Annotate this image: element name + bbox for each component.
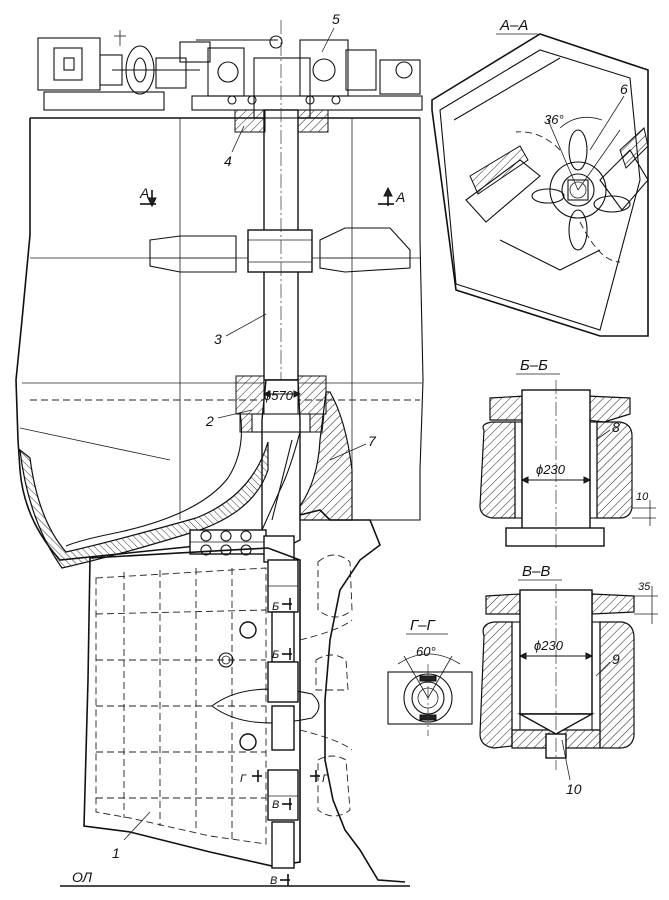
svg-text:ϕ570: ϕ570 (264, 388, 294, 403)
svg-text:6: 6 (620, 81, 628, 97)
lightening-hole (315, 654, 349, 691)
cut-g-right: Г (310, 770, 329, 785)
rudder-stock (247, 20, 313, 560)
cut-a-left: A (139, 185, 157, 208)
cut-a-right: A (378, 186, 405, 206)
rudder-blade (83, 547, 320, 867)
shell-plating (19, 441, 269, 569)
callout-3: 3 (214, 313, 267, 347)
cut-g-left: Г (240, 770, 262, 785)
section-gg-title: Г–Г (410, 617, 437, 634)
cut-b-upper: Б (272, 598, 292, 613)
svg-text:5: 5 (332, 11, 340, 27)
svg-text:3: 3 (214, 331, 222, 347)
svg-text:35: 35 (638, 581, 651, 593)
cut-v-lower: В (270, 874, 290, 887)
lightening-hole (317, 554, 353, 618)
callout-8: 8 (595, 419, 620, 441)
section-a-a: A–A 36° 6 (431, 17, 649, 337)
angle-gg: 60° (416, 644, 436, 659)
svg-text:7: 7 (368, 433, 377, 449)
callout-4: 4 (224, 125, 245, 169)
svg-text:9: 9 (612, 651, 620, 667)
svg-text:Б: Б (272, 601, 279, 613)
callout-2: 2 (205, 409, 253, 429)
baseline-label: ОЛ (72, 869, 92, 885)
upper-bearing (228, 57, 340, 133)
svg-text:В: В (272, 799, 279, 811)
sternpost-casting (299, 391, 353, 521)
dim-gap-vv: 35 (634, 581, 658, 624)
svg-text:Б: Б (272, 649, 279, 661)
section-b-b: Б–Б ϕ230 8 10 (479, 357, 656, 550)
callout-6: 6 (589, 81, 628, 151)
section-vv-title: В–В (522, 563, 550, 580)
svg-text:4: 4 (224, 153, 232, 169)
coupling-flange (189, 529, 295, 563)
callout-9: 9 (595, 651, 620, 677)
section-aa-title: A–A (499, 17, 528, 34)
callout-5: 5 (321, 11, 340, 53)
svg-text:8: 8 (612, 419, 620, 435)
steering-gear-machinery (37, 30, 423, 111)
svg-text:10: 10 (566, 781, 582, 797)
dim-gap-bb: 10 (632, 491, 656, 526)
main-elevation-view: ОЛ A A Б Б Г Г (15, 11, 424, 887)
frame-line (19, 427, 171, 461)
svg-text:10: 10 (636, 491, 649, 503)
svg-text:Г: Г (322, 773, 329, 785)
callout-7: 7 (329, 433, 377, 461)
section-g-g: Г–Г 60° (387, 617, 473, 736)
dim-stock-diameter: ϕ570 (262, 388, 302, 403)
svg-text:2: 2 (205, 413, 214, 429)
cut-b-lower: Б (272, 648, 292, 661)
callout-1: 1 (112, 811, 151, 861)
section-bb-title: Б–Б (520, 357, 548, 374)
svg-text:В: В (270, 875, 277, 887)
angle-aa: 36° (544, 112, 564, 127)
bracket-left (149, 235, 237, 273)
cut-v-upper: В (272, 798, 292, 811)
bracket-right (319, 227, 411, 273)
lightening-hole (317, 755, 351, 817)
svg-text:1: 1 (112, 845, 120, 861)
svg-text:Г: Г (240, 773, 247, 785)
svg-text:A: A (139, 185, 149, 201)
dim-pin-vv: ϕ230 (534, 638, 564, 653)
svg-text:A: A (395, 189, 405, 205)
hull-aft-outline (370, 118, 424, 521)
section-v-v: В–В ϕ230 9 10 35 (479, 563, 658, 797)
callout-10-vv: 10 (561, 739, 582, 797)
stern-bearing (235, 375, 327, 433)
dim-pin-bb: ϕ230 (536, 462, 566, 477)
